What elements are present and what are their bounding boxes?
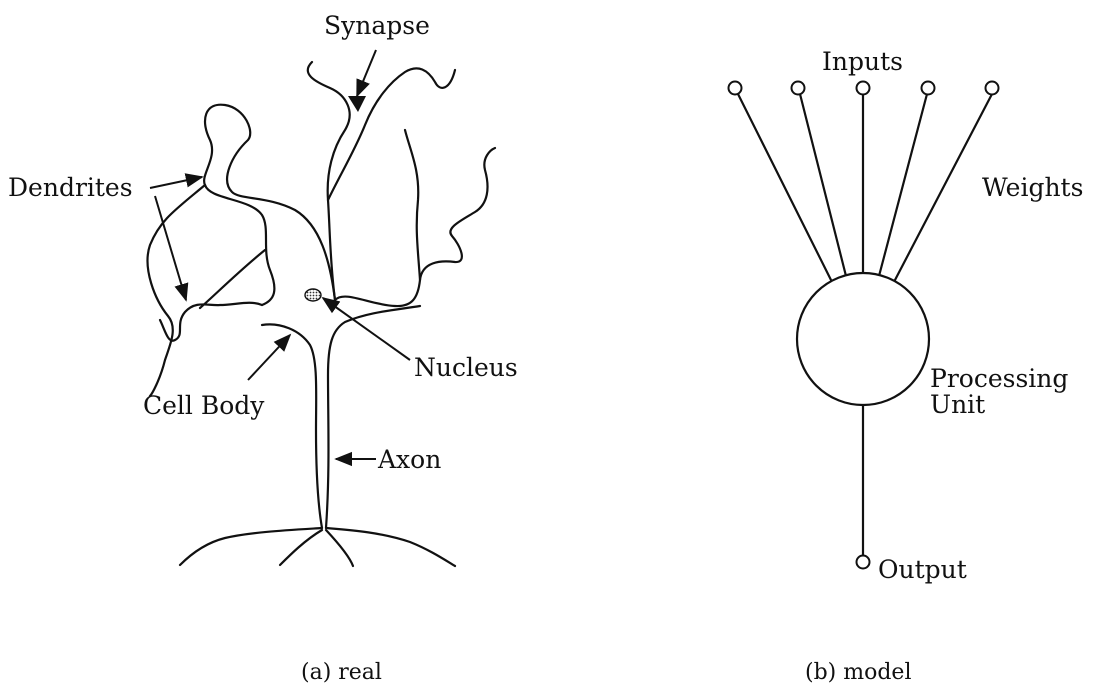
- weight-line: [738, 94, 831, 280]
- axon-terminal-right: [326, 528, 455, 566]
- axon-label: Axon: [377, 445, 441, 474]
- output-node: [857, 556, 870, 569]
- input-nodes: [729, 82, 999, 95]
- synapse-marker: [348, 96, 366, 112]
- nucleus-marker: [305, 289, 321, 301]
- axon-terminal-left-2: [280, 530, 322, 565]
- caption-model: (b) model: [805, 660, 912, 685]
- inputs-label: Inputs: [822, 47, 903, 76]
- input-node: [922, 82, 935, 95]
- processing-unit: [797, 273, 929, 405]
- dendrite-upper-right-branch: [328, 68, 455, 200]
- input-node: [986, 82, 999, 95]
- dendrites-arrow-lower: [155, 196, 186, 300]
- dendrite-right-upper: [405, 130, 420, 280]
- weight-line: [879, 94, 927, 276]
- dendrite-left-lower: [200, 250, 265, 308]
- axon-terminal-right-2: [326, 530, 353, 566]
- synapse-arrow: [357, 50, 376, 96]
- input-node: [792, 82, 805, 95]
- output-label: Output: [878, 555, 967, 584]
- model-neuron: Inputs Weights Processing Unit Output (b…: [729, 47, 1084, 685]
- dendrite-left-outer: [148, 185, 205, 396]
- processing-label-line1: Processing: [930, 364, 1068, 393]
- cell-body-arrow: [248, 335, 290, 380]
- cell-body-label: Cell Body: [143, 391, 265, 420]
- processing-label-line2: Unit: [930, 390, 985, 419]
- weights-label: Weights: [982, 173, 1083, 202]
- synapse-label: Synapse: [324, 11, 430, 40]
- input-node: [729, 82, 742, 95]
- weight-line: [800, 94, 846, 276]
- dendrites-label: Dendrites: [8, 173, 133, 202]
- real-neuron: Synapse Dendrites Nucleus Cell Body Axon…: [8, 11, 518, 685]
- cell-body-lower-right: [326, 306, 420, 528]
- dendrite-upper-left: [204, 105, 335, 305]
- dendrites-arrow-upper: [150, 177, 202, 188]
- input-weight-lines: [738, 94, 992, 280]
- nucleus-label: Nucleus: [414, 353, 518, 382]
- dendrite-right: [335, 148, 495, 306]
- input-node: [857, 82, 870, 95]
- caption-real: (a) real: [301, 660, 382, 685]
- weight-line: [895, 94, 992, 280]
- cell-body-lower-left: [160, 303, 262, 341]
